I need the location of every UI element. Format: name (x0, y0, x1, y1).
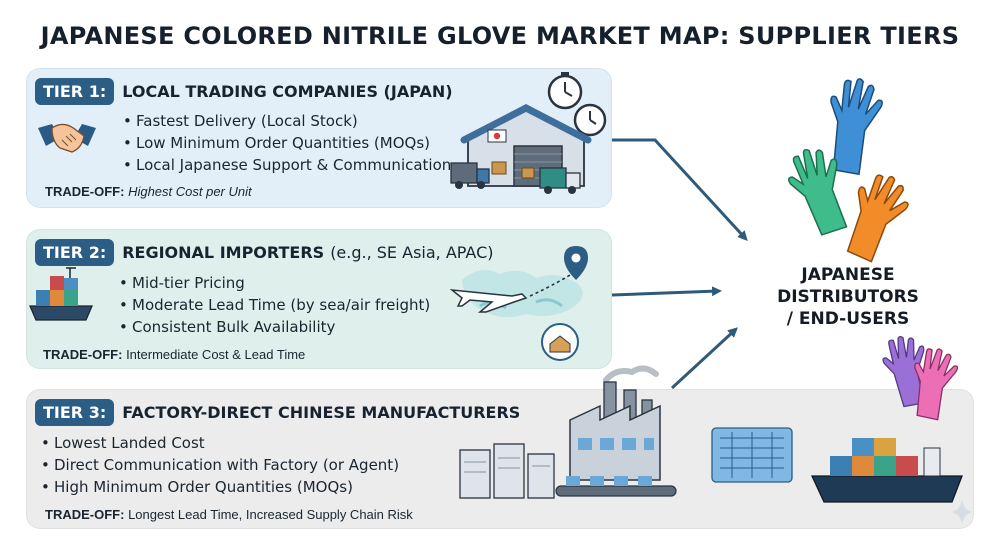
tier-2-arrow (611, 286, 722, 297)
tier-2-bullet: Mid-tier Pricing (119, 272, 430, 294)
tier-3-header: TIER 3: FACTORY-DIRECT CHINESE MANUFACTU… (35, 399, 520, 426)
tier-2-tradeoff-value: Intermediate Cost & Lead Time (126, 347, 306, 362)
tier-1-panel: TIER 1: LOCAL TRADING COMPANIES (JAPAN) … (26, 68, 612, 208)
tier-2-tag: TIER 2: (35, 239, 115, 266)
tier-1-bullet: Fastest Delivery (Local Stock) (123, 110, 451, 132)
tier-1-tradeoff-value: Highest Cost per Unit (128, 184, 252, 199)
tier-1-bullet: Local Japanese Support & Communication (123, 154, 451, 176)
tier-1-tradeoff-label: TRADE-OFF: (45, 184, 125, 199)
tier-1-bullet: Low Minimum Order Quantities (MOQs) (123, 132, 451, 154)
tier-2-tradeoff-label: TRADE-OFF: (43, 347, 123, 362)
tier-3-tradeoff-label: TRADE-OFF: (45, 507, 125, 522)
destination-line: JAPANESE (801, 265, 895, 285)
destination-label: JAPANESE DISTRIBUTORS / END-USERS (748, 264, 948, 330)
blue-glove-icon (830, 78, 883, 176)
tier-2-bullet-list: Mid-tier Pricing Moderate Lead Time (by … (119, 272, 430, 338)
flow-arrows (611, 138, 748, 390)
tier-3-arrow (670, 327, 738, 390)
tier-2-bullet: Consistent Bulk Availability (119, 316, 430, 338)
tier-2-title: REGIONAL IMPORTERS (122, 243, 325, 262)
tier-1-header: TIER 1: LOCAL TRADING COMPANIES (JAPAN) (35, 78, 453, 105)
tier-3-bullet: Direct Communication with Factory (or Ag… (41, 454, 399, 476)
page-title: JAPANESE COLORED NITRILE GLOVE MARKET MA… (40, 22, 960, 50)
tier-1-tag: TIER 1: (35, 78, 115, 105)
tier-2-title-suffix: (e.g., SE Asia, APAC) (330, 243, 494, 262)
tier-3-bullet-list: Lowest Landed Cost Direct Communication … (41, 432, 399, 498)
tier-3-panel: TIER 3: FACTORY-DIRECT CHINESE MANUFACTU… (26, 389, 974, 529)
tier-3-tradeoff: TRADE-OFF: Longest Lead Time, Increased … (45, 507, 413, 522)
orange-glove-icon (846, 174, 909, 263)
tier-2-panel: TIER 2: REGIONAL IMPORTERS (e.g., SE Asi… (26, 229, 612, 369)
tier-3-bullet: Lowest Landed Cost (41, 432, 399, 454)
green-glove-icon (788, 148, 848, 236)
tier-3-tag: TIER 3: (35, 399, 115, 426)
destination-line: DISTRIBUTORS (777, 287, 919, 307)
tier-1-title: LOCAL TRADING COMPANIES (JAPAN) (122, 82, 453, 101)
tier-3-bullet: High Minimum Order Quantities (MOQs) (41, 476, 399, 498)
tier-2-bullet: Moderate Lead Time (by sea/air freight) (119, 294, 430, 316)
tier-1-bullet-list: Fastest Delivery (Local Stock) Low Minim… (123, 110, 451, 176)
tier-3-tradeoff-value: Longest Lead Time, Increased Supply Chai… (128, 507, 413, 522)
tier-1-tradeoff: TRADE-OFF: Highest Cost per Unit (45, 184, 252, 199)
tier-2-header: TIER 2: REGIONAL IMPORTERS (e.g., SE Asi… (35, 239, 493, 266)
destination-line: / END-USERS (786, 309, 910, 329)
tier-2-tradeoff: TRADE-OFF: Intermediate Cost & Lead Time (43, 347, 305, 362)
tier-3-title: FACTORY-DIRECT CHINESE MANUFACTURERS (122, 403, 521, 422)
tier-1-arrow (612, 138, 748, 241)
